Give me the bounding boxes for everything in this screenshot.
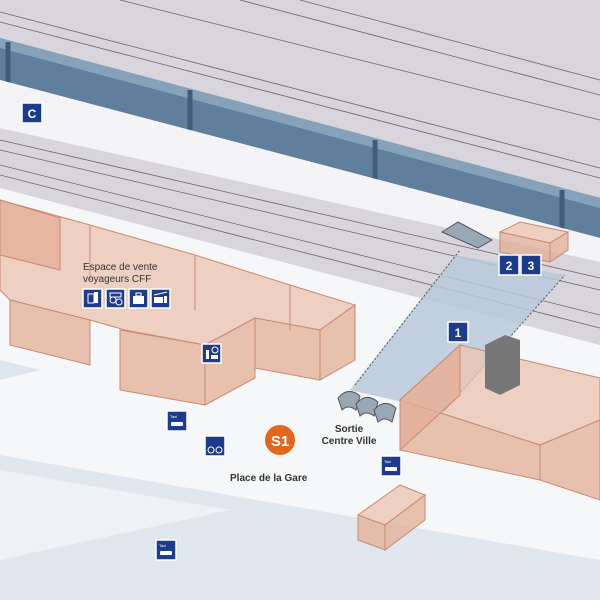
svg-text:Taxi: Taxi [159, 543, 166, 548]
taxi-icon[interactable]: Taxi [166, 410, 188, 432]
bike-parking-icon[interactable] [204, 435, 226, 457]
upper-track-lines [0, 0, 600, 179]
platform [0, 80, 600, 262]
elevator [485, 335, 520, 395]
svg-text:1: 1 [455, 326, 462, 340]
platform-marker-c[interactable]: C [21, 102, 43, 124]
svg-text:S1: S1 [271, 433, 289, 450]
line-badge-s1[interactable]: S1 [265, 425, 295, 455]
svg-text:Taxi: Taxi [384, 459, 391, 464]
sales-area-label: Espace de vente [83, 262, 158, 273]
canopy-joints [5, 42, 565, 230]
taxi-icon[interactable]: Taxi [380, 455, 402, 477]
station-building-right [399, 335, 600, 501]
svg-text:2: 2 [506, 259, 513, 273]
currency-exchange-icon[interactable] [105, 288, 126, 309]
exit-label: Sortie [335, 424, 364, 435]
svg-text:Taxi: Taxi [170, 414, 177, 419]
exit-label: Centre Ville [322, 436, 377, 447]
road [0, 455, 600, 600]
kiosk-building [356, 484, 427, 551]
svg-text:3: 3 [528, 259, 535, 273]
ticket-machine-icon[interactable] [82, 288, 103, 309]
platform-marker-3[interactable]: 3 [520, 254, 542, 276]
sales-area-label: voyageurs CFF [83, 274, 151, 285]
waiting-room-icon[interactable] [201, 343, 222, 364]
svg-text:C: C [28, 107, 37, 121]
luggage-icon[interactable] [128, 288, 149, 309]
square-label: Place de la Gare [230, 473, 308, 484]
stairs [337, 221, 494, 423]
platform-marker-2[interactable]: 2 [498, 254, 520, 276]
platform-marker-1[interactable]: 1 [447, 321, 469, 343]
travel-shop-icon[interactable] [150, 288, 171, 309]
taxi-icon[interactable]: Taxi [155, 539, 177, 561]
